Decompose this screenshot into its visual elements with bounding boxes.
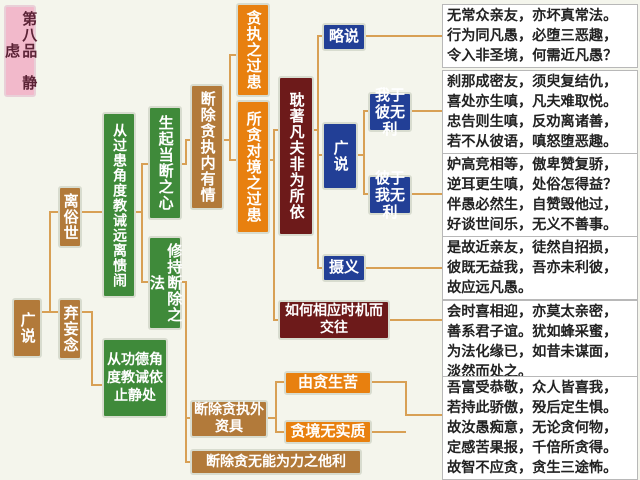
verse-line: 故汝愚痴意，无论贪何物，	[447, 420, 618, 436]
node-guang-shuo: 广说	[322, 122, 358, 190]
node-wo-yu-bi-wu-li: 我于彼无利	[368, 86, 412, 137]
node-gong-de-jiao-jie: 从功德角度教诫依止静处	[102, 338, 168, 418]
verse-block-1: 无常众亲友，亦坏真常法。 行为同凡愚，必堕三恶趣， 令入非圣境，何需近凡愚？	[442, 4, 638, 68]
node-tan-zhi-guo-huan: 贪执之过患	[236, 3, 270, 97]
node-li-su-shi: 离俗世	[58, 186, 82, 248]
node-gong-de-jiao-jie-label: 从功德角度教诫依止静处	[107, 352, 163, 404]
node-dan-zhu-fan-fu-label: 耽著凡夫非为所依	[287, 92, 306, 220]
verse-line: 令入非圣境，何需近凡愚？	[447, 48, 618, 64]
verse-line: 善系君子谊。犹如蜂采蜜，	[447, 324, 618, 340]
verse-line: 彼既无益我，吾亦未利彼，	[447, 260, 618, 276]
node-nei-you-qing: 断除贪执内有情	[190, 84, 224, 210]
node-you-tan-sheng-ku-label: 由贪生苦	[297, 373, 358, 392]
verse-line: 定感苦果报，千倍所贪得。	[447, 440, 618, 456]
verse-block-5: 会时喜相迎，亦莫太亲密， 善系君子谊。犹如蜂采蜜， 为法化缘已，如昔未谋面， 淡…	[442, 300, 638, 384]
page-title-text: 第八品 静虑	[3, 11, 39, 91]
node-ta-li: 断除贪无能为力之他利	[190, 449, 362, 475]
verse-line: 故智不应贪，贪生三途怖。	[447, 460, 618, 476]
node-qi-wang-nian-label: 弃妄念	[61, 305, 80, 353]
node-wai-zi-ju: 断除贪执外资具	[190, 400, 268, 438]
verse-block-4: 是故近亲友，徒然自招损， 彼既无益我，吾亦未利彼， 故应远凡愚。	[442, 236, 638, 300]
node-ta-li-label: 断除贪无能为力之他利	[206, 453, 346, 470]
verse-line: 故应远凡愚。	[447, 280, 533, 296]
node-li-su-shi-label: 离俗世	[61, 193, 80, 241]
node-tan-zhi-guo-huan-label: 贪执之过患	[244, 10, 263, 90]
verse-line: 妒高竞相等，傲卑赞复骄，	[447, 157, 618, 173]
node-she-yi: 摄义	[322, 254, 366, 282]
node-suo-tan-dui-jing-label: 所贪对境之过患	[244, 111, 263, 223]
node-suo-tan-dui-jing: 所贪对境之过患	[236, 100, 270, 234]
verse-line: 忠告则生嗔，反劝离诸善，	[447, 114, 618, 130]
verse-block-3: 妒高竞相等，傲卑赞复骄， 逆耳更生嗔，处俗怎得益？ 伴愚必然生，自赞毁他过， 好…	[442, 153, 638, 237]
page-title: 第八品 静虑	[3, 5, 39, 97]
node-sheng-qi-dang-duan-label: 生起当断之心	[156, 115, 175, 211]
node-guo-huan-jiao-jie-label: 从过患角度教诫远离愦闹	[111, 122, 128, 288]
verse-line: 若持此骄傲，殁后定生惧。	[447, 400, 618, 416]
verse-line: 吾富受恭敬，众人皆喜我，	[447, 380, 618, 396]
verse-line: 喜处亦生嗔，凡夫难取悦。	[447, 94, 618, 110]
node-tan-jing-wu-shi-zhi-label: 贪境无实质	[290, 422, 366, 441]
node-tan-jing-wu-shi-zhi: 贪境无实质	[284, 420, 372, 444]
node-qi-wang-nian: 弃妄念	[58, 298, 82, 360]
node-xiang-ying-shi-ji: 如何相应时机而交往	[278, 300, 390, 340]
verse-block-6: 吾富受恭敬，众人皆喜我， 若持此骄傲，殁后定生惧。 故汝愚痴意，无论贪何物， 定…	[442, 376, 638, 480]
node-xiu-chi-duan-chu-label: 修持断除之法	[148, 243, 184, 323]
node-she-yi-label: 摄义	[328, 258, 359, 277]
node-bi-yu-wo-wu-li-label: 彼于我无利	[374, 168, 405, 221]
verse-line: 无常众亲友，亦坏真常法。	[447, 8, 618, 24]
node-xiang-ying-shi-ji-label: 如何相应时机而交往	[285, 303, 383, 336]
verse-line: 是故近亲友，徒然自招损，	[447, 240, 618, 256]
node-lue-shuo-label: 略说	[328, 27, 359, 46]
verse-line: 逆耳更生嗔，处俗怎得益？	[447, 177, 618, 193]
node-nei-you-qing-label: 断除贪执内有情	[198, 91, 217, 203]
verse-line: 会时喜相迎，亦莫太亲密，	[447, 304, 618, 320]
node-dan-zhu-fan-fu: 耽著凡夫非为所依	[278, 76, 314, 236]
node-you-tan-sheng-ku: 由贪生苦	[284, 371, 372, 395]
node-bi-yu-wo-wu-li: 彼于我无利	[368, 169, 412, 220]
verse-line: 若不从彼语，嗔怒堕恶趣。	[447, 134, 618, 150]
root-node: 广说	[12, 298, 42, 358]
verse-line: 为法化缘已，如昔未谋面，	[447, 344, 618, 360]
node-wai-zi-ju-label: 断除贪执外资具	[194, 402, 264, 435]
node-guo-huan-jiao-jie: 从过患角度教诫远离愦闹	[102, 112, 136, 298]
node-lue-shuo: 略说	[322, 23, 366, 51]
node-guang-shuo-label: 广说	[331, 140, 350, 172]
verse-block-2: 刹那成密友，须臾复结仇， 喜处亦生嗔，凡夫难取悦。 忠告则生嗔，反劝离诸善， 若…	[442, 70, 638, 154]
node-sheng-qi-dang-duan: 生起当断之心	[148, 106, 182, 220]
root-node-label: 广说	[18, 312, 37, 344]
verse-line: 行为同凡愚，必堕三恶趣，	[447, 28, 618, 44]
verse-line: 刹那成密友，须臾复结仇，	[447, 74, 618, 90]
node-wo-yu-bi-wu-li-label: 我于彼无利	[374, 85, 405, 138]
verse-line: 伴愚必然生，自赞毁他过，	[447, 197, 618, 213]
verse-line: 好谈世间乐，无义不善事。	[447, 217, 618, 233]
node-xiu-chi-duan-chu: 修持断除之法	[148, 236, 184, 330]
